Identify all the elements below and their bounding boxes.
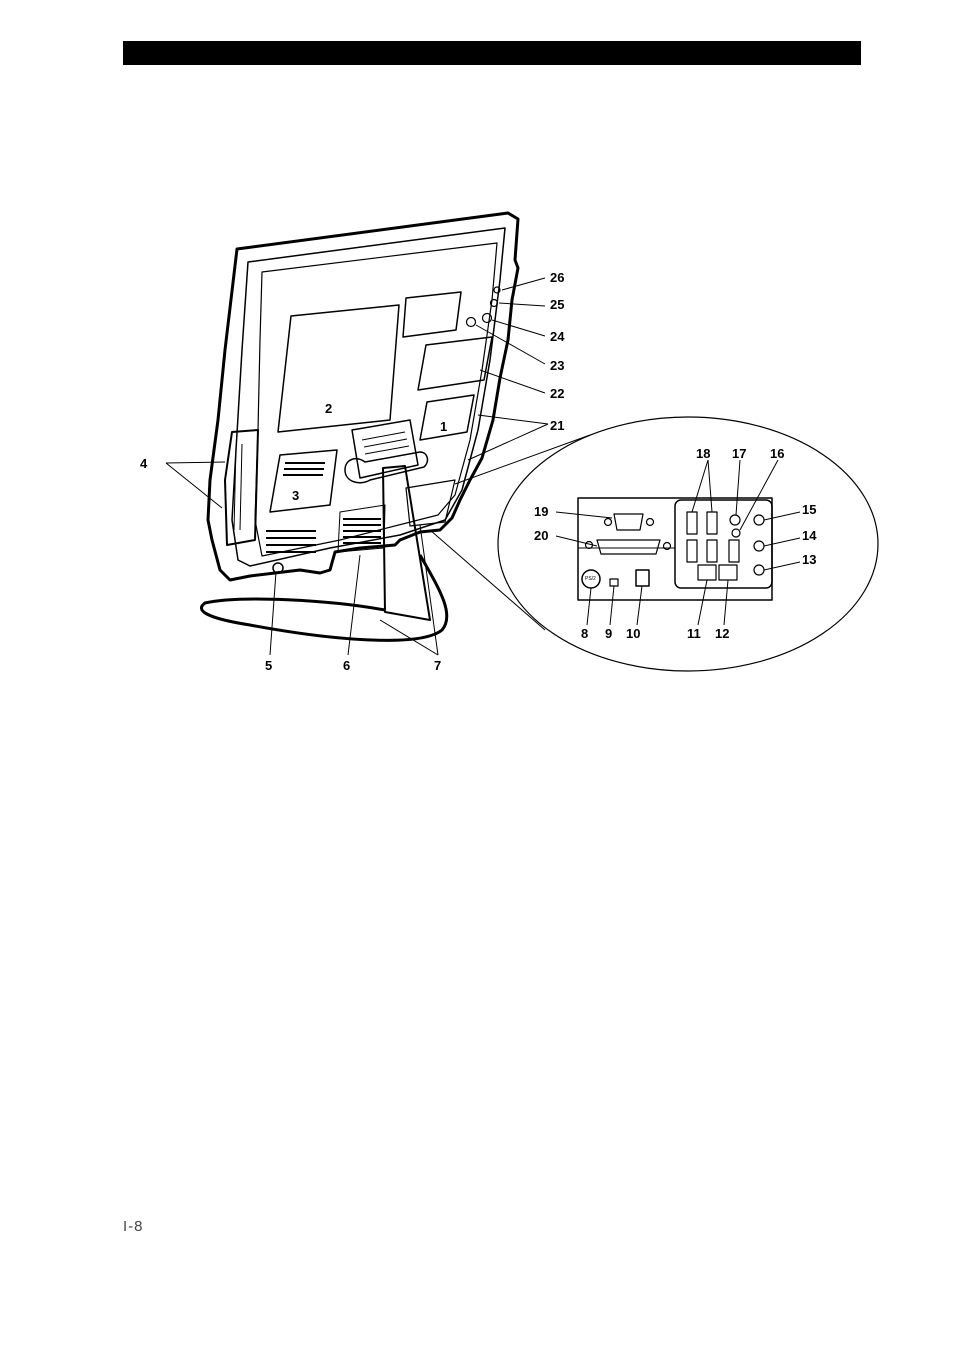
- panel-22: [417, 336, 493, 391]
- audio-jack-17: [729, 514, 741, 526]
- callout-11: 11: [687, 626, 701, 641]
- panel-1: [419, 394, 475, 441]
- lan-port-12: [718, 564, 738, 581]
- callout-2: 2: [325, 401, 332, 416]
- callout-3: 3: [292, 488, 299, 503]
- stand-base: [199, 554, 449, 642]
- callout-15: 15: [802, 502, 816, 517]
- audio-jack-16: [731, 528, 741, 538]
- callout-20: 20: [534, 528, 548, 543]
- callout-4: 4: [140, 456, 148, 471]
- callout-6: 6: [343, 658, 350, 673]
- usb-port: [728, 539, 740, 563]
- callout-26: 26: [550, 270, 564, 285]
- ps2-port-text: PS/2: [585, 576, 596, 582]
- audio-jack-14: [753, 540, 765, 552]
- callout-16: 16: [770, 446, 784, 461]
- zoom-ellipse: [497, 416, 879, 672]
- usb-port: [686, 539, 698, 563]
- stand-neck: [382, 465, 431, 621]
- callout-18: 18: [696, 446, 710, 461]
- usb-port: [686, 511, 698, 535]
- button-26: [493, 286, 501, 294]
- power-port: [635, 569, 650, 587]
- callout-23: 23: [550, 358, 564, 373]
- usb-port: [706, 511, 718, 535]
- audio-jack-13: [753, 564, 765, 576]
- vga-port: [613, 513, 644, 531]
- callout-7: 7: [434, 658, 441, 673]
- callout-19: 19: [534, 504, 548, 519]
- header-bar: [123, 41, 861, 65]
- callout-17: 17: [732, 446, 746, 461]
- stand-hinge: [351, 419, 419, 479]
- callout-21: 21: [550, 418, 564, 433]
- parallel-port: [596, 539, 661, 555]
- callout-labels: 1 2 3 4 5 6 7 8 9 10 11 12 13 14 15 16 1…: [140, 270, 817, 673]
- switch-9: [609, 578, 619, 587]
- button-23: [465, 316, 477, 328]
- callout-1: 1: [440, 419, 447, 434]
- monitor-bezel: [231, 227, 506, 567]
- callout-14: 14: [802, 528, 817, 543]
- callout-10: 10: [626, 626, 640, 641]
- lan-port-11: [697, 564, 717, 581]
- page-number: I-8: [123, 1218, 144, 1235]
- callout-12: 12: [715, 626, 729, 641]
- callout-25: 25: [550, 297, 564, 312]
- fan-5: [272, 562, 284, 574]
- side-drive: [224, 429, 259, 546]
- vent-6: [337, 504, 386, 553]
- button-24: [481, 312, 493, 324]
- callout-13: 13: [802, 552, 816, 567]
- panel-top-small: [402, 291, 462, 338]
- panel-2: [277, 304, 400, 433]
- callout-22: 22: [550, 386, 564, 401]
- monitor-body: [206, 211, 520, 582]
- vent-dots: [266, 462, 381, 553]
- callout-8: 8: [581, 626, 588, 641]
- audio-jack-15: [753, 514, 765, 526]
- panel-3: [269, 449, 338, 513]
- button-25: [489, 298, 499, 308]
- callout-9: 9: [605, 626, 612, 641]
- rear-io-strip: [405, 479, 456, 527]
- callout-24: 24: [550, 329, 565, 344]
- usb-port: [706, 539, 718, 563]
- callout-5: 5: [265, 658, 272, 673]
